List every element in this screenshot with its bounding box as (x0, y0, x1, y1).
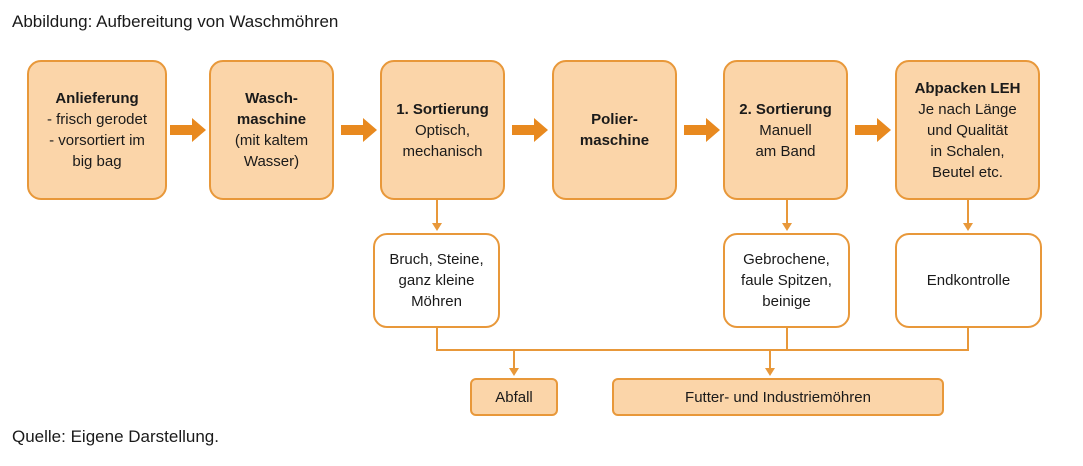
flow-arrow-5 (855, 118, 891, 142)
output-text-line: beinige (762, 293, 811, 310)
down-arrow-futter-head (765, 368, 775, 376)
down-arrow-abpacken-head (963, 223, 973, 231)
step-text-line: mechanisch (402, 142, 483, 160)
step-text-line: (mit kaltem (234, 132, 309, 149)
step-title-line: maschine (236, 111, 307, 128)
flow-arrow-2 (341, 118, 377, 142)
step-waschmaschine: Wasch- maschine (mit kaltem Wasser) (209, 60, 334, 200)
step-text-line: Je nach Länge (918, 100, 1017, 118)
output-bruch-steine: Bruch, Steine, ganz kleine Möhren (373, 233, 500, 328)
step-text-line: Wasser) (243, 153, 300, 170)
step-text-line: Manuell (759, 121, 812, 139)
step-text-line: - vorsortiert im (49, 132, 145, 149)
step-title-line: Abpacken LEH (914, 79, 1021, 97)
step-anlieferung: Anlieferung - frisch gerodet - vorsortie… (27, 60, 167, 200)
output-text-line: Möhren (411, 293, 462, 310)
sink-label: Futter- und Industriemöhren (685, 388, 871, 406)
step-text-line: big bag (72, 153, 122, 170)
flow-arrow-1 (170, 118, 206, 142)
step-sortierung-2: 2. Sortierung Manuell am Band (723, 60, 848, 200)
step-title-line: Anlieferung (55, 90, 139, 107)
source-caption: Quelle: Eigene Darstellung. (12, 427, 219, 446)
step-text-line: in Schalen, (930, 142, 1005, 160)
step-abpacken-leh: Abpacken LEH Je nach Länge und Qualität … (895, 60, 1040, 200)
step-title-line: 2. Sortierung (739, 100, 832, 118)
sink-label: Abfall (495, 388, 533, 406)
output-text-line: Gebrochene, (743, 251, 830, 268)
step-text-line: Beutel etc. (932, 163, 1003, 181)
step-sortierung-1: 1. Sortierung Optisch, mechanisch (380, 60, 505, 200)
step-title: Wasch- maschine (237, 88, 306, 130)
step-text-line: - frisch gerodet (46, 111, 148, 128)
step-title: 1. Sortierung (396, 99, 489, 120)
step-title-line: Polier- (591, 111, 638, 128)
step-title-line: 1. Sortierung (396, 100, 489, 118)
down-arrow-sort1-head (432, 223, 442, 231)
sink-abfall: Abfall (470, 378, 558, 416)
step-title: Abpacken LEH (915, 78, 1021, 99)
step-title-line: maschine (579, 132, 650, 149)
output-gebrochene: Gebrochene, faule Spitzen, beinige (723, 233, 850, 328)
output-text-line: Endkontrolle (926, 272, 1011, 289)
step-title: Polier- maschine (580, 109, 649, 151)
step-text-line: und Qualität (927, 121, 1008, 139)
output-endkontrolle: Endkontrolle (895, 233, 1042, 328)
output-text-line: ganz kleine (398, 272, 475, 289)
down-arrow-sort2-head (782, 223, 792, 231)
step-text-line: Optisch, (414, 121, 470, 139)
step-title-line: Wasch- (245, 90, 298, 107)
output-text-line: faule Spitzen, (741, 272, 832, 289)
down-arrow-abfall-head (509, 368, 519, 376)
step-text-line: am Band (755, 142, 816, 160)
flow-arrow-3 (512, 118, 548, 142)
flow-arrow-4 (684, 118, 720, 142)
step-title: Anlieferung (55, 88, 138, 109)
bus-line (436, 328, 969, 351)
step-title: 2. Sortierung (739, 99, 832, 120)
output-text-line: Bruch, Steine, (389, 251, 484, 268)
step-poliermaschine: Polier- maschine (552, 60, 677, 200)
figure-caption: Abbildung: Aufbereitung von Waschmöhren (12, 12, 339, 31)
sink-futter-industriemoehren: Futter- und Industriemöhren (612, 378, 944, 416)
